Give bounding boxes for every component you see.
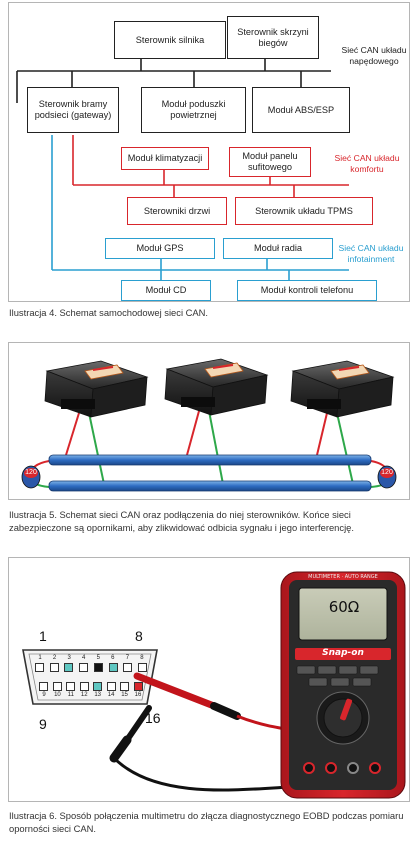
obd-pin-6: 6 <box>111 655 115 661</box>
ecu-module-1 <box>44 360 149 418</box>
box-radio-label: Moduł radia <box>253 243 302 253</box>
box-doors-label: Sterowniki drzwi <box>143 205 211 216</box>
connector-label-8: 8 <box>135 628 143 644</box>
box-gearbox-controller: Sterownik skrzyni biegów <box>227 16 319 59</box>
terminator-left-label: 120 <box>25 469 37 476</box>
pin-cell <box>79 682 89 691</box>
multimeter-drawing <box>22 571 406 799</box>
pin-cell <box>39 682 48 691</box>
obd-pin-13: 13 <box>94 692 102 698</box>
obd-pin-3: 3 <box>67 655 71 661</box>
connector-label-9: 9 <box>39 716 47 732</box>
pin-cell <box>52 682 62 691</box>
box-abs-label: Moduł ABS/ESP <box>267 104 335 115</box>
box-gateway: Sterownik bramy podsieci (gateway) <box>27 87 119 133</box>
can-network-diagram: Sterownik silnika Sterownik skrzyni bieg… <box>8 2 410 302</box>
box-engine-label: Sterownik silnika <box>135 34 205 45</box>
box-climate: Moduł klimatyzacji <box>121 147 209 170</box>
box-airbag: Moduł poduszki powietrznej <box>141 87 246 133</box>
obd-pin-9: 9 <box>42 692 46 698</box>
box-roof-label: Moduł panelu sufitowego <box>242 151 298 172</box>
meter-reading: 60Ω <box>328 598 360 616</box>
box-tpms: Sterownik układu TPMS <box>235 197 373 225</box>
obd-pin-7: 7 <box>125 655 130 661</box>
ecu-module-3 <box>290 360 395 418</box>
pin-cell <box>49 663 59 672</box>
box-phone-label: Moduł kontroli telefonu <box>260 285 354 295</box>
pin-cell <box>106 682 116 691</box>
terminator-left <box>21 465 41 489</box>
pin-cell <box>120 682 130 691</box>
pin-cell <box>35 663 44 672</box>
ecu-bus-drawing <box>21 358 397 492</box>
obd-pin-11: 11 <box>67 692 74 698</box>
caption-illustration-4: Ilustracja 4. Schemat samochodowej sieci… <box>9 307 209 318</box>
box-gps: Moduł GPS <box>105 238 215 259</box>
multimeter-obd-illustration: 1 2 3 4 5 6 7 8 9 10 11 12 13 14 15 16 <box>8 557 410 802</box>
box-gps-label: Moduł GPS <box>136 243 184 253</box>
obd-pin-8: 8 <box>140 655 144 661</box>
box-gateway-label: Sterownik bramy podsieci (gateway) <box>34 99 112 120</box>
pin-cell <box>133 682 143 691</box>
caption-illustration-6: Ilustracja 6. Sposób połączenia multimet… <box>9 810 404 834</box>
bus-label-comfort: Sieć CAN układu komfortu <box>334 153 400 174</box>
bus-label-drive: Sieć CAN układu napędowego <box>341 45 407 66</box>
obd-pin-1: 1 <box>38 655 42 661</box>
box-tpms-label: Sterownik układu TPMS <box>255 205 353 216</box>
obd-pin-10: 10 <box>54 692 61 698</box>
pin-cell <box>93 682 103 691</box>
pin-cell <box>93 663 103 672</box>
box-airbag-label: Moduł poduszki powietrznej <box>161 99 226 120</box>
box-doors: Sterowniki drzwi <box>127 197 227 225</box>
pin-cell <box>79 663 89 672</box>
connector-label-1: 1 <box>39 628 47 644</box>
obd-pin-4: 4 <box>82 655 86 661</box>
bus-label-infotainment: Sieć CAN układu infotainment <box>338 243 404 264</box>
box-radio: Moduł radia <box>223 238 333 259</box>
connector-label-16: 16 <box>145 710 161 726</box>
terminator-right-label: 120 <box>381 469 393 476</box>
terminator-right <box>377 465 397 489</box>
obd-pin-14: 14 <box>107 692 115 698</box>
can-bus-lines <box>16 53 349 280</box>
pin-cell <box>64 663 74 672</box>
pin-cell <box>66 682 76 691</box>
pin-cell <box>108 663 118 672</box>
can-ecu-illustration: 120 120 <box>8 342 410 500</box>
meter-header: MULTIMETER · AUTO RANGE <box>308 574 378 580</box>
obd-pin-2: 2 <box>52 655 57 661</box>
obd-pin-cells-top <box>35 663 147 672</box>
box-cd-label: Moduł CD <box>145 285 187 295</box>
obd-pin-16: 16 <box>134 692 142 698</box>
obd-pin-cells-bottom <box>39 682 143 691</box>
obd-pin-row-top: 1 2 3 4 5 6 7 8 <box>35 655 147 661</box>
ecu-module-2 <box>164 358 269 416</box>
obd-pin-12: 12 <box>80 692 88 698</box>
box-phone: Moduł kontroli telefonu <box>237 280 377 301</box>
obd-pin-5: 5 <box>96 655 100 661</box>
caption-illustration-5: Ilustracja 5. Schemat sieci CAN oraz pod… <box>9 509 354 533</box>
pin-cell <box>123 663 133 672</box>
box-abs: Moduł ABS/ESP <box>252 87 350 133</box>
obd-pin-15: 15 <box>121 692 128 698</box>
box-gearbox-label: Sterownik skrzyni biegów <box>237 26 309 48</box>
meter-brand-logo: Snap-on <box>322 648 364 658</box>
box-engine-controller: Sterownik silnika <box>114 21 226 59</box>
obd-pin-row-bottom: 9 10 11 12 13 14 15 16 <box>39 692 143 698</box>
box-roof-panel: Moduł panelu sufitowego <box>229 147 311 177</box>
box-climate-label: Moduł klimatyzacji <box>127 153 203 163</box>
box-cd: Moduł CD <box>121 280 211 301</box>
pin-cell <box>137 663 147 672</box>
